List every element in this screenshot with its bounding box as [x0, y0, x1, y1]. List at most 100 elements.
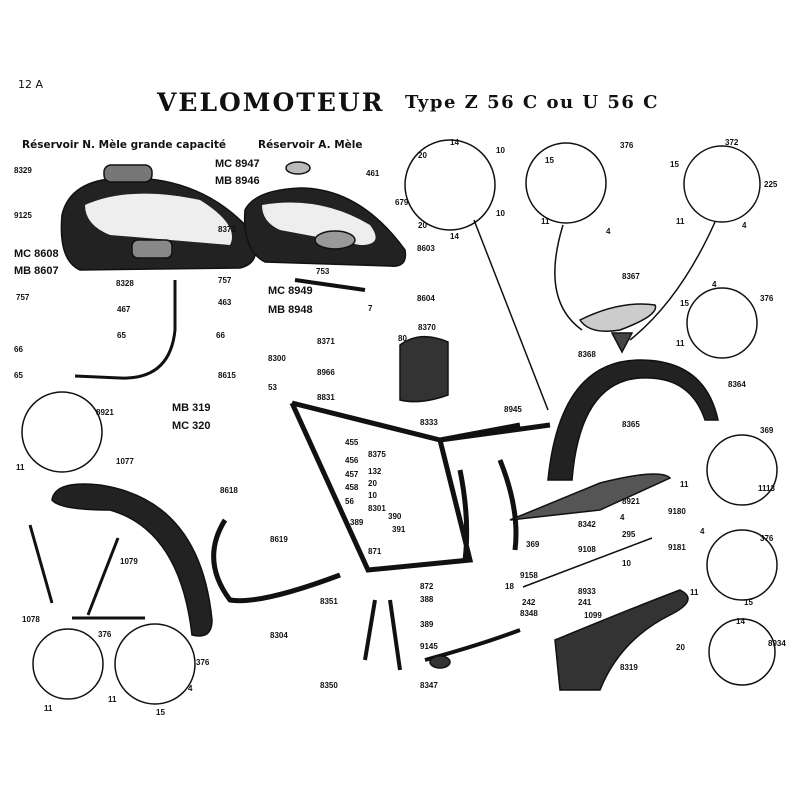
- part-number-label: 66: [14, 345, 23, 354]
- part-number-label: 20: [676, 643, 685, 652]
- part-number-label: 8921: [96, 408, 114, 417]
- part-number-label: 80: [398, 334, 407, 343]
- part-number-label: 463: [218, 298, 232, 307]
- part-number-label: 8328: [116, 279, 134, 288]
- tool-rod-7: [294, 278, 366, 292]
- part-number-label: 15: [744, 598, 753, 607]
- part-number-label: 241: [578, 598, 592, 607]
- fuel-line-8615: [74, 280, 177, 380]
- tank-a-emblem: [314, 230, 356, 250]
- part-number-label: 753: [316, 267, 330, 276]
- part-number-label: 20: [418, 151, 427, 160]
- brake-rod-9108: [522, 537, 653, 588]
- part-number-label: 1099: [584, 611, 602, 620]
- part-number-label: 369: [526, 540, 540, 549]
- part-number-label: 14: [736, 617, 745, 626]
- part-number-label: 8319: [620, 663, 638, 672]
- fender-stay-1079: [86, 537, 120, 616]
- rear-fender-8364: [547, 359, 719, 481]
- page-title: VELOMOTEUR: [157, 88, 385, 117]
- part-number-label: 66: [216, 331, 225, 340]
- part-number-label: 9145: [420, 642, 438, 651]
- part-number-label: 225: [764, 180, 778, 189]
- part-number-label: 8934: [768, 639, 786, 648]
- tank-badge-8329: [103, 164, 153, 183]
- detail-circle: [114, 623, 196, 705]
- part-number-label: 15: [156, 708, 165, 717]
- part-number-label: 11: [680, 480, 689, 489]
- part-number-label: MB 319: [172, 402, 211, 414]
- part-number-label: 8375: [368, 450, 386, 459]
- part-number-label: 4: [712, 280, 717, 289]
- part-number-label: 8301: [368, 504, 386, 513]
- part-number-label: 376: [98, 630, 112, 639]
- part-number-label: 10: [622, 559, 631, 568]
- part-number-label: MC 8949: [268, 285, 313, 297]
- part-number-label: 9125: [14, 211, 32, 220]
- part-number-label: 9108: [578, 545, 596, 554]
- part-number-label: 389: [420, 620, 434, 629]
- part-number-label: 4: [606, 227, 611, 236]
- stand-8350: [363, 599, 402, 671]
- part-number-label: 65: [14, 371, 23, 380]
- part-number-label: 15: [545, 156, 554, 165]
- part-number-label: 8615: [218, 371, 236, 380]
- part-number-label: 8351: [320, 597, 338, 606]
- part-number-label: 1079: [120, 557, 138, 566]
- detail-circle: [683, 145, 761, 223]
- part-number-label: 8365: [622, 420, 640, 429]
- part-number-label: 11: [44, 704, 53, 713]
- part-number-label: 369: [760, 426, 774, 435]
- part-number-label: 20: [418, 221, 427, 230]
- part-number-label: 15: [670, 160, 679, 169]
- part-number-label: 757: [218, 276, 232, 285]
- detail-circle: [525, 142, 607, 224]
- detail-circle: [32, 628, 104, 700]
- part-number-label: 8333: [420, 418, 438, 427]
- part-number-label: 757: [16, 293, 30, 302]
- detail-circle: [706, 529, 778, 601]
- part-number-label: 4: [620, 513, 625, 522]
- leader-arrow: [629, 221, 716, 341]
- part-number-label: 11: [541, 217, 550, 226]
- part-number-label: 8921: [622, 497, 640, 506]
- part-number-label: 56: [345, 497, 354, 506]
- part-number-label: 9181: [668, 543, 686, 552]
- part-number-label: 376: [760, 534, 774, 543]
- part-number-label: 8342: [578, 520, 596, 529]
- part-number-label: 391: [392, 525, 406, 534]
- part-number-label: 53: [268, 383, 277, 392]
- part-number-label: 11: [676, 217, 685, 226]
- part-number-label: 8933: [578, 587, 596, 596]
- part-number-label: 15: [680, 299, 689, 308]
- part-number-label: 8329: [14, 166, 32, 175]
- part-number-label: 4: [188, 684, 193, 693]
- part-number-label: 10: [496, 146, 505, 155]
- section-title-large-tank: Réservoir N. Mèle grande capacité: [22, 139, 227, 151]
- part-number-label: 8945: [504, 405, 522, 414]
- part-number-label: 242: [522, 598, 536, 607]
- part-number-label: 8966: [317, 368, 335, 377]
- luggage-carrier-8367: [578, 303, 657, 332]
- detail-circle: [404, 139, 496, 231]
- part-number-label: 388: [420, 595, 434, 604]
- part-number-label: 8831: [317, 393, 335, 402]
- part-number-label: MB 8946: [215, 175, 260, 187]
- part-number-label: 8347: [420, 681, 438, 690]
- part-number-label: 372: [725, 138, 739, 147]
- part-number-label: 8350: [320, 681, 338, 690]
- part-number-label: MC 8608: [14, 248, 59, 260]
- part-number-label: 9180: [668, 507, 686, 516]
- part-number-label: 8619: [270, 535, 288, 544]
- part-number-label: 872: [420, 582, 434, 591]
- part-number-label: 679: [395, 198, 409, 207]
- part-number-label: 10: [496, 209, 505, 218]
- part-number-label: 871: [368, 547, 382, 556]
- part-number-label: 8373: [218, 225, 236, 234]
- part-number-label: 14: [450, 138, 459, 147]
- part-number-label: 8603: [417, 244, 435, 253]
- section-title-tank-a: Réservoir A. Mèle: [258, 139, 363, 151]
- part-number-label: 8370: [418, 323, 436, 332]
- fuel-cap-461: [285, 161, 311, 175]
